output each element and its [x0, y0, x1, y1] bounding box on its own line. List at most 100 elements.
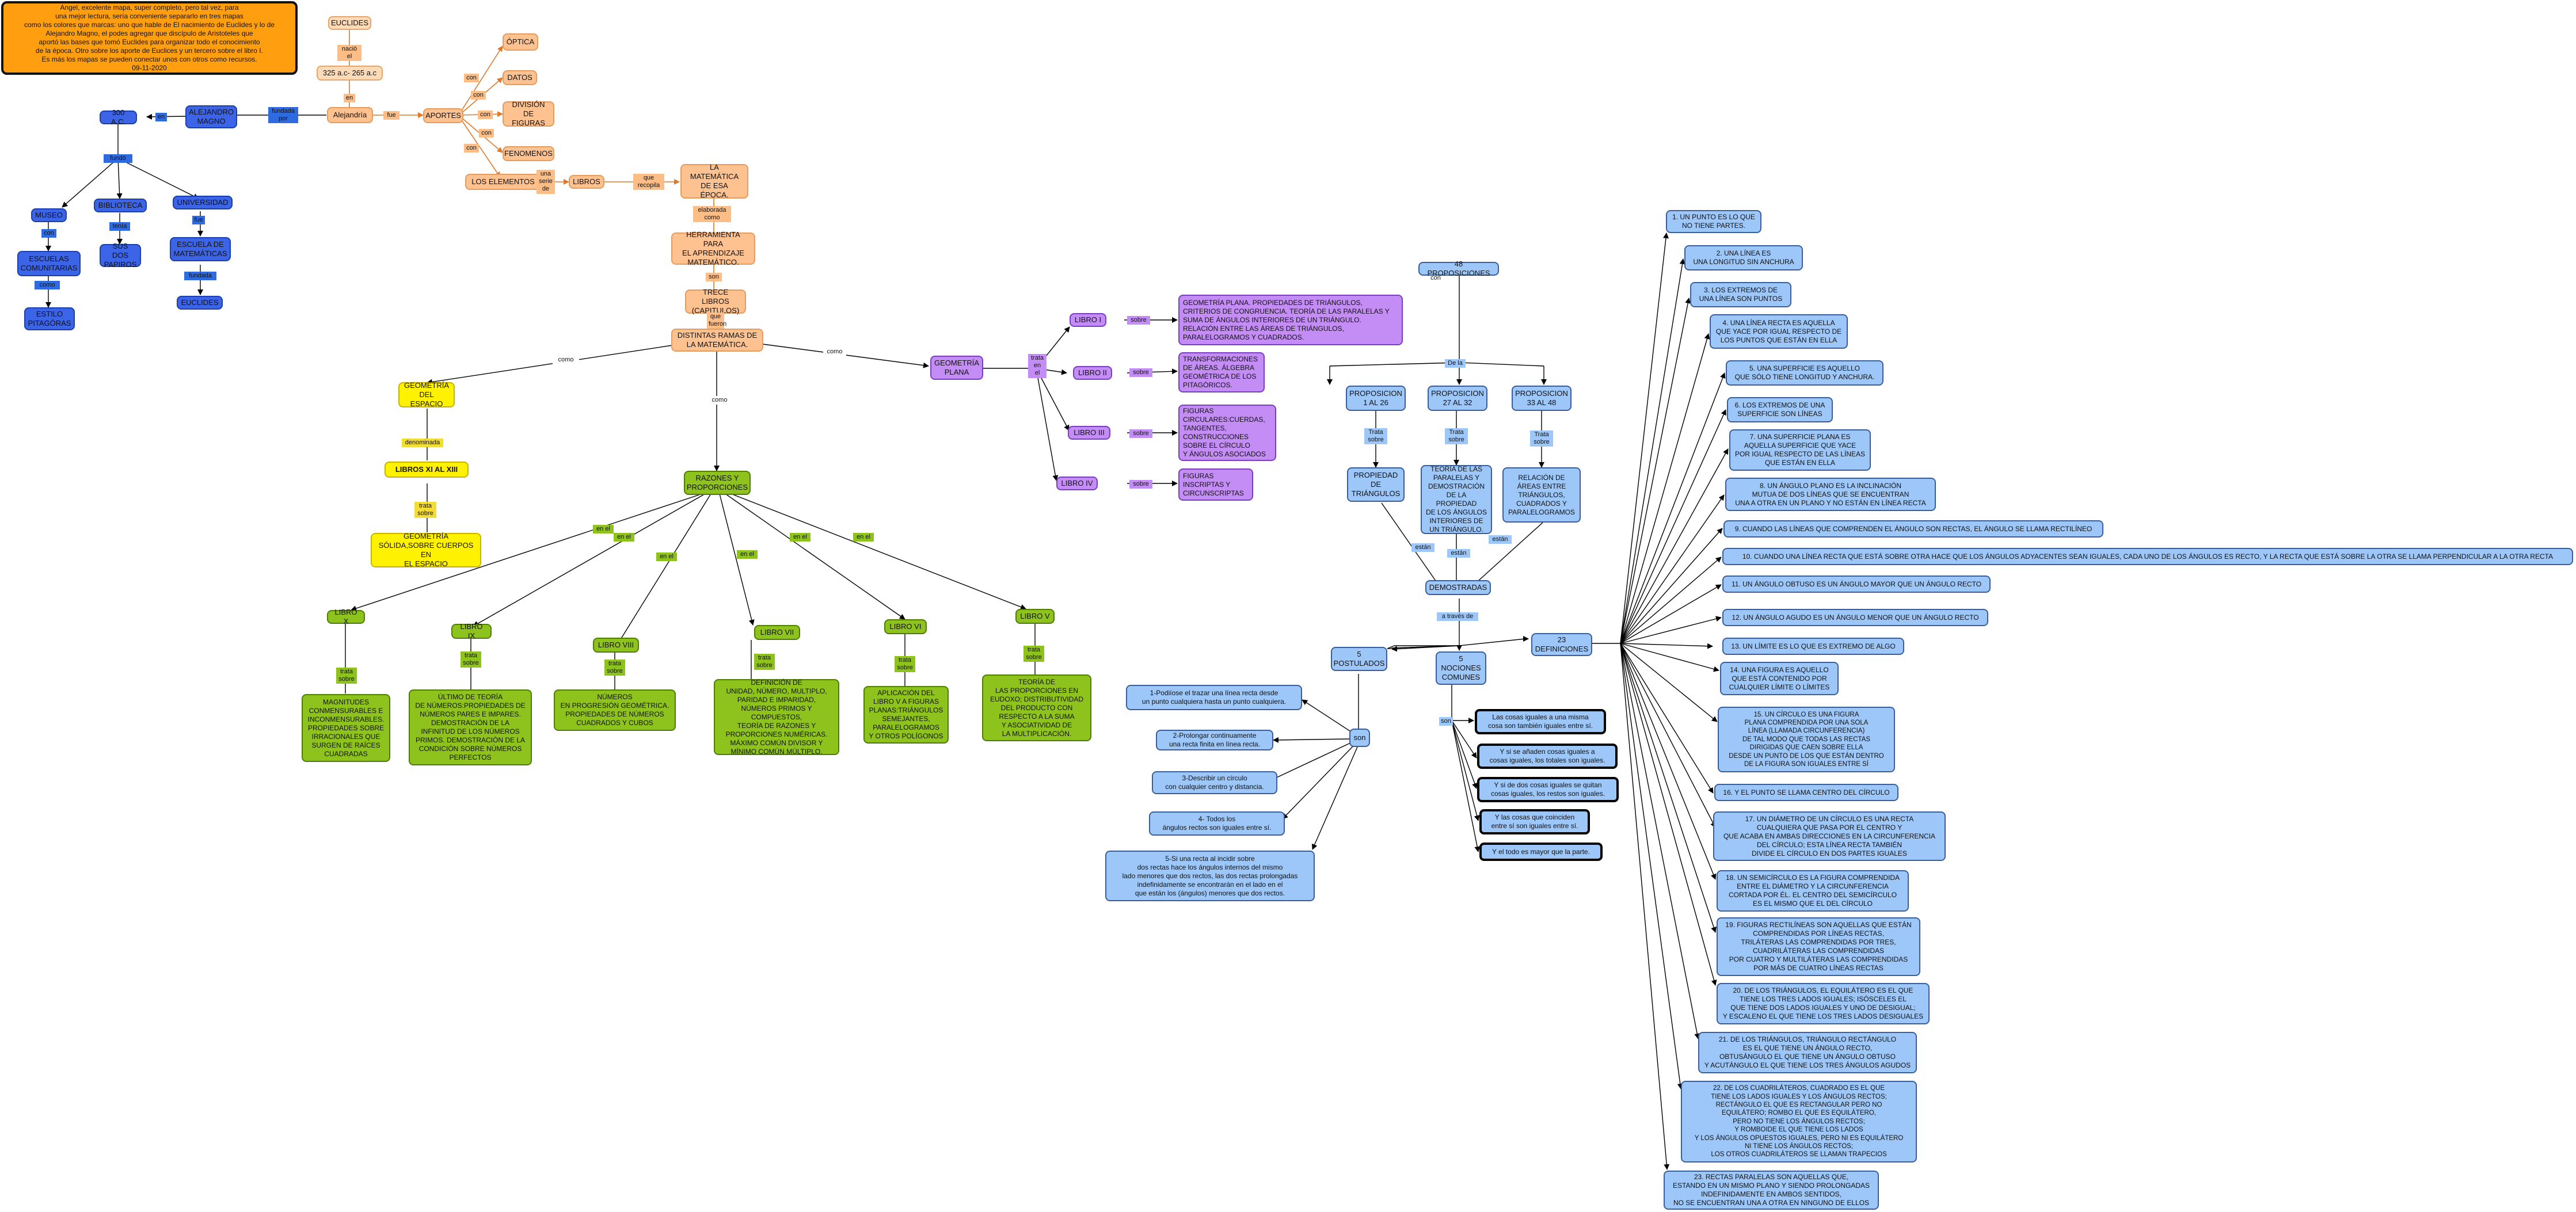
node-desc-libro-iv[interactable]: FIGURAS INSCRIPTAS Y CIRCUNSCRIPTAS — [1178, 468, 1253, 501]
node-def-3[interactable]: 3. LOS EXTREMOS DE UNA LÍNEA SON PUNTOS — [1690, 282, 1791, 307]
link-label-con-d: con — [479, 129, 494, 138]
node-estilo[interactable]: ESTILO PITAGÓRAS — [24, 307, 75, 330]
node-prop-1-26[interactable]: PROPOSICION 1 AL 26 — [1346, 386, 1406, 411]
node-def-9[interactable]: 9. CUANDO LAS LÍNEAS QUE COMPRENDEN EL Á… — [1723, 520, 2103, 538]
node-biblioteca[interactable]: BIBLIOTECA — [94, 199, 147, 212]
node-def-8[interactable]: 8. UN ÁNGULO PLANO ES LA INCLINACIÓN MUT… — [1725, 478, 1936, 511]
node-datos[interactable]: DATOS — [503, 70, 537, 85]
node-definiciones[interactable]: 23 DEFINICIONES — [1531, 633, 1592, 656]
node-def-21[interactable]: 21. DE LOS TRIÁNGULOS, TRIÁNGULO RECTÁNG… — [1698, 1032, 1917, 1073]
node-teoria-paralelas[interactable]: TEORÍA DE LAS PARALELAS Y DEMOSTRACIÓN D… — [1421, 465, 1492, 534]
node-papiros[interactable]: SUS DOS PAPIROS — [100, 242, 141, 269]
node-son[interactable]: son — [1349, 729, 1370, 747]
node-postulado-1[interactable]: 1-Podiíose el trazar una línea recta des… — [1126, 685, 1302, 710]
link-label-como-3: como — [708, 396, 731, 405]
node-postulados[interactable]: 5 POSTULADOS — [1331, 647, 1387, 671]
node-universidad[interactable]: UNIVERSIDAD — [173, 196, 233, 209]
node-def-10[interactable]: 10. CUANDO UNA LÍNEA RECTA QUE ESTÁ SOBR… — [1722, 548, 2573, 565]
node-48-proposiciones[interactable]: 48 PROPOSICIONES — [1418, 260, 1499, 277]
node-postulado-3[interactable]: 3-Describir un círculo con cualquier cen… — [1152, 771, 1277, 794]
node-matematica[interactable]: LA MATEMÁTICA DE ESA ÉPOCA. — [680, 163, 748, 199]
node-museo[interactable]: MUSEO — [31, 208, 67, 222]
node-desc-libro-v[interactable]: TEORÍA DE LAS PROPORCIONES EN EUDOXO; DI… — [982, 674, 1091, 741]
node-def-13[interactable]: 13. UN LÍMITE ES LO QUE ES EXTREMO DE AL… — [1722, 638, 1904, 655]
node-libros[interactable]: LIBROS — [569, 175, 604, 189]
node-def-5[interactable]: 5. UNA SUPERFICIE ES AQUELLO QUE SÓLO TI… — [1726, 360, 1884, 386]
node-relacion-areas[interactable]: RELACIÓN DE ÁREAS ENTRE TRIÁNGULOS, CUAD… — [1502, 467, 1581, 523]
node-nocion-1[interactable]: Las cosas iguales a una misma cosa son t… — [1475, 709, 1606, 734]
node-aportes[interactable]: APORTES — [423, 108, 463, 123]
node-euclides-top[interactable]: EUCLIDES — [328, 16, 371, 30]
node-prop-27-32[interactable]: PROPOSICION 27 AL 32 — [1428, 386, 1487, 411]
node-desc-libro-vii[interactable]: DEFINICIÓN DE UNIDAD, NÚMERO, MULTIPLO, … — [714, 679, 839, 756]
node-def-20[interactable]: 20. DE LOS TRIÁNGULOS, EL EQUILÁTERO ES … — [1717, 983, 1930, 1024]
node-def-7[interactable]: 7. UNA SUPERFICIE PLANA ES AQUELLA SUPER… — [1729, 429, 1871, 471]
link-label-fundada-por: fundada por — [268, 107, 298, 124]
node-optica[interactable]: ÓPTICA — [503, 33, 538, 51]
node-desc-libro-iii[interactable]: FIGURAS CIRCULARES:CUERDAS, TANGENTES, C… — [1178, 405, 1276, 461]
node-escuela-mat[interactable]: ESCUELA DE MATEMÁTICAS — [170, 237, 231, 261]
node-desc-libro-x[interactable]: MAGNITUDES CONMENSURABLES E INCONMENSURA… — [302, 694, 390, 762]
node-def-22[interactable]: 22. DE LOS CUADRILÁTEROS, CUADRADO ES EL… — [1681, 1081, 1917, 1163]
node-razones[interactable]: RAZONES Y PROPORCIONES — [684, 471, 751, 495]
node-nocion-4[interactable]: Y las cosas que coinciden entre sí son i… — [1479, 809, 1590, 834]
node-desc-libro-ii[interactable]: TRANSFORMACIONES DE ÁREAS. ÁLGEBRA GEOMÉ… — [1178, 352, 1265, 392]
node-herramienta[interactable]: HERRAMIENTA PARA EL APRENDIZAJE MATEMÁTI… — [671, 230, 755, 266]
node-def-4[interactable]: 4. UNA LÍNEA RECTA ES AQUELLA QUE YACE P… — [1710, 314, 1848, 349]
node-libro-i[interactable]: LIBRO I — [1070, 313, 1106, 327]
node-demostradas[interactable]: DEMOSTRADAS — [1425, 580, 1491, 595]
node-nocion-3[interactable]: Y si de dos cosas iguales se quitan cosa… — [1477, 777, 1619, 802]
node-nocion-5[interactable]: Y el todo es mayor que la parte. — [1479, 843, 1603, 861]
node-prop-33-48[interactable]: PROPOSICION 33 AL 48 — [1512, 386, 1572, 411]
link-label-recopila: que recopila — [633, 174, 664, 190]
node-postulado-4[interactable]: 4- Todos los ángulos rectos son iguales … — [1149, 811, 1285, 836]
node-alejandro[interactable]: ALEJANDRO MAGNO — [185, 105, 237, 128]
node-elementos[interactable]: LOS ELEMENTOS — [465, 174, 541, 190]
node-def-19[interactable]: 19. FIGURAS RECTILÍNEAS SON AQUELLAS QUE… — [1717, 917, 1920, 976]
node-libro-vii[interactable]: LIBRO VII — [754, 625, 800, 640]
node-geo-solida[interactable]: GEOMETRÍA SÓLIDA,SOBRE CUERPOS EN EL ESP… — [371, 532, 481, 568]
node-def-16[interactable]: 16. Y EL PUNTO SE LLAMA CENTRO DEL CÍRCU… — [1714, 784, 1898, 801]
node-desc-libro-i[interactable]: GEOMETRÍA PLANA. PROPIEDADES DE TRIÁNGUL… — [1178, 295, 1403, 345]
node-libro-viii[interactable]: LIBRO VIII — [593, 638, 639, 653]
node-def-12[interactable]: 12. UN ÁNGULO AGUDO ES UN ÁNGULO MENOR Q… — [1722, 609, 1988, 626]
node-def-14[interactable]: 14. UNA FIGURA ES AQUELLO QUE ESTÁ CONTE… — [1720, 662, 1839, 695]
node-nociones[interactable]: 5 NOCIONES COMUNES — [1436, 651, 1486, 685]
node-fenomenos[interactable]: FENOMENOS — [503, 146, 554, 161]
node-desc-libro-ix[interactable]: ÚLTIMO DE TEORÍA DE NÚMEROS:PROPIEDADES … — [409, 689, 532, 765]
node-def-6[interactable]: 6. LOS EXTREMOS DE UNA SUPERFICIE SON LÍ… — [1727, 397, 1833, 422]
node-postulado-2[interactable]: 2-Prolongar continuamente una recta fini… — [1156, 730, 1273, 750]
node-def-11[interactable]: 11. UN ÁNGULO OBTUSO ES UN ÁNGULO MAYOR … — [1722, 575, 1991, 593]
node-libro-ix[interactable]: LIBRO IX — [451, 622, 492, 640]
node-escuelas[interactable]: ESCUELAS COMUNITARIAS — [17, 251, 81, 276]
node-def-23[interactable]: 23. RECTAS PARALELAS SON AQUELLAS QUE, E… — [1664, 1171, 1879, 1210]
node-libro-iv[interactable]: LIBRO IV — [1056, 477, 1098, 490]
node-libro-vi[interactable]: LIBRO VI — [884, 619, 927, 634]
node-division[interactable]: DIVISIÓN DE FIGURAS — [503, 100, 554, 127]
node-geo-plana[interactable]: GEOMETRÍA PLANA — [930, 356, 983, 380]
node-alejandria[interactable]: Alejandría — [327, 107, 373, 123]
teacher-note: Angel, excelente mapa, super completo, p… — [1, 1, 298, 75]
node-def-2[interactable]: 2. UNA LÍNEA ES UNA LONGITUD SIN ANCHURA — [1684, 245, 1803, 270]
link-label-elaborada: elaborada como — [693, 206, 731, 223]
node-geo-espacio[interactable]: GEOMETRÍA DEL ESPACIO — [398, 381, 455, 408]
node-def-18[interactable]: 18. UN SEMICÍRCULO ES LA FIGURA COMPREND… — [1717, 870, 1909, 912]
node-propiedad-triangulos[interactable]: PROPIEDAD DE TRIÁNGULOS — [1347, 467, 1405, 502]
node-euclides-bottom[interactable]: EUCLIDES — [177, 296, 223, 310]
node-trece[interactable]: TRECE LIBROS (CAPITULOS) — [685, 288, 746, 315]
node-nocion-2[interactable]: Y si se añaden cosas iguales a cosas igu… — [1477, 744, 1618, 769]
node-desc-libro-viii[interactable]: NÚMEROS EN PROGRESIÓN GEOMÉTRICA. PROPIE… — [554, 689, 676, 731]
node-desc-libro-vi[interactable]: APLICACIÓN DEL LIBRO V A FIGURAS PLANAS:… — [863, 686, 949, 744]
node-libro-x[interactable]: LIBRO X — [327, 608, 365, 626]
node-300ac[interactable]: 300 A.C. — [100, 108, 137, 126]
node-libro-iii[interactable]: LIBRO III — [1068, 426, 1110, 440]
node-date[interactable]: 325 a.c- 265 a.c — [317, 66, 383, 81]
node-libros-xi[interactable]: LIBROS XI AL XIII — [385, 462, 469, 478]
node-def-15[interactable]: 15. UN CÍRCULO ES UNA FIGURA PLANA COMPR… — [1718, 707, 1895, 772]
node-def-17[interactable]: 17. UN DIÁMETRO DE UN CÍRCULO ES UNA REC… — [1713, 811, 1946, 861]
node-libro-ii[interactable]: LIBRO II — [1073, 366, 1112, 380]
node-postulado-5[interactable]: 5-Si una recta al incidir sobre dos rect… — [1105, 851, 1315, 901]
node-libro-v[interactable]: LIBRO V — [1015, 609, 1055, 624]
node-ramas[interactable]: DISTINTAS RAMAS DE LA MATEMÁTICA. — [671, 329, 763, 352]
node-def-1[interactable]: 1. UN PUNTO ES LO QUE NO TIENE PARTES. — [1666, 210, 1761, 233]
